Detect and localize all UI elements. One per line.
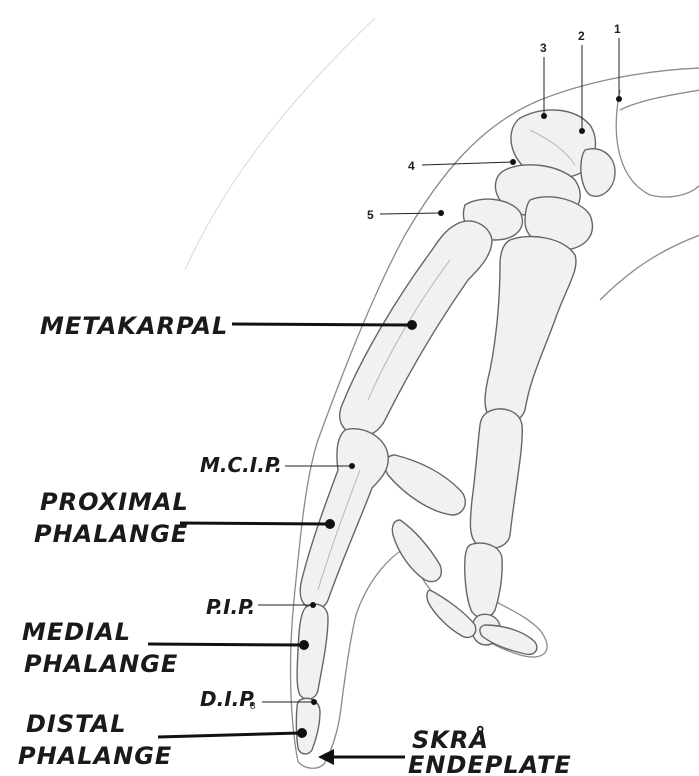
proximal-phalange-label-line1: PROXIMAL bbox=[40, 488, 189, 516]
index-finger-phalanges bbox=[296, 429, 388, 754]
index-metacarpal-bone bbox=[340, 221, 492, 436]
endplate-label-line2: ENDEPLATE bbox=[408, 751, 572, 776]
callout-number-4: 4 bbox=[408, 159, 415, 173]
mcip-label: M.C.I.P. bbox=[200, 453, 282, 477]
callout-number-5: 5 bbox=[367, 208, 374, 222]
background-sketch-line bbox=[185, 18, 375, 270]
distal-phalange-label-line2: PHALANGE bbox=[18, 742, 172, 770]
pip-label: P.I.P. bbox=[206, 595, 255, 619]
endplate-label-line1: SKRÅ bbox=[412, 725, 489, 754]
callout-number-2: 2 bbox=[578, 29, 585, 43]
proximal-phalange-label-line2: PHALANGE bbox=[34, 520, 188, 548]
small-mark: 8 bbox=[250, 701, 256, 712]
metacarpal-label: METAKARPAL bbox=[40, 312, 228, 340]
distal-phalange-label-line1: DISTAL bbox=[26, 710, 127, 738]
callout-number-3: 3 bbox=[540, 41, 547, 55]
callout-number-1: 1 bbox=[614, 22, 621, 36]
medial-phalange-label-line2: PHALANGE bbox=[24, 650, 178, 678]
middle-finger-bones bbox=[465, 236, 576, 645]
endplate-arrow-head bbox=[318, 749, 334, 765]
dip-label: D.I.P. bbox=[200, 687, 256, 711]
medial-phalange-label-line1: MEDIAL bbox=[22, 618, 131, 646]
